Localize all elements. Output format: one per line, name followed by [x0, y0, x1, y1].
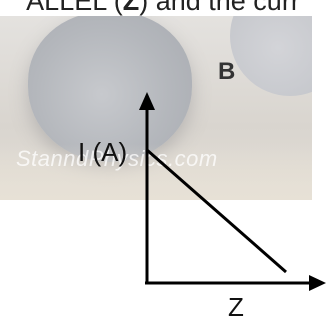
header-text-bold: Z	[122, 0, 140, 16]
header-text-after: ) and the curr	[139, 0, 300, 16]
x-axis-label: Z	[228, 292, 244, 322]
header-text: ALLEL (Z) and the curr	[0, 0, 326, 17]
background-photo: StanndPhysics.com B	[0, 16, 312, 200]
photo-label: B	[218, 58, 236, 85]
y-axis-label: I (A)	[78, 137, 128, 167]
y-axis-arrow-icon	[139, 92, 155, 110]
x-axis-arrow-icon	[309, 275, 326, 291]
header-text-before: ALLEL (	[26, 0, 123, 16]
photo-floor	[0, 144, 312, 200]
photo-object-blur	[28, 16, 192, 162]
current-line	[146, 148, 287, 274]
watermark-text: StanndPhysics.com	[16, 146, 218, 171]
